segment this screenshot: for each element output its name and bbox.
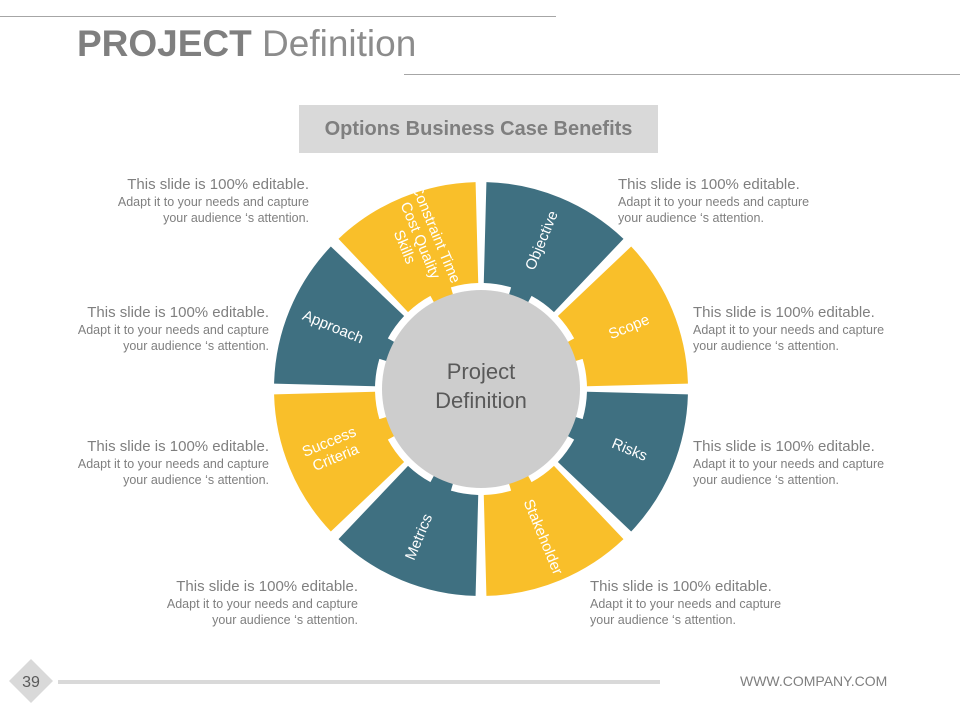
wheel-segment [274, 391, 405, 532]
description-line2: your audience ‘s attention. [212, 613, 358, 627]
hub-label-line1: Project [447, 359, 515, 384]
hub-circle [382, 290, 580, 488]
description-stakeholder: This slide is 100% editable. Adapt it to… [590, 578, 840, 628]
description-line2: your audience ‘s attention. [693, 473, 839, 487]
footer-url: WWW.COMPANY.COM [740, 673, 888, 689]
subtitle-banner: Options Business Case Benefits [299, 105, 658, 153]
description-line1: Adapt it to your needs and capture [77, 457, 269, 471]
description-head: This slide is 100% editable. [693, 438, 875, 455]
page-number: 39 [22, 674, 40, 691]
description-head: This slide is 100% editable. [590, 578, 772, 595]
description-line2: your audience ‘s attention. [618, 211, 764, 225]
description-head: This slide is 100% editable. [127, 176, 309, 193]
description-line1: Adapt it to your needs and capture [618, 195, 810, 209]
title-strong: PROJECT [77, 23, 252, 64]
description-head: This slide is 100% editable. [618, 176, 800, 193]
wheel-segment [274, 246, 405, 387]
description-risks: This slide is 100% editable. Adapt it to… [693, 438, 943, 488]
description-head: This slide is 100% editable. [693, 304, 875, 321]
description-constraints: This slide is 100% editable. Adapt it to… [59, 176, 309, 226]
description-line1: Adapt it to your needs and capture [693, 323, 885, 337]
description-objective: This slide is 100% editable. Adapt it to… [618, 176, 868, 226]
header-line-top [0, 16, 556, 17]
wheel-segment [338, 182, 479, 313]
header-line-bottom [404, 74, 960, 75]
description-line1: Adapt it to your needs and capture [693, 457, 885, 471]
description-line1: Adapt it to your needs and capture [166, 597, 358, 611]
description-head: This slide is 100% editable. [87, 304, 269, 321]
description-success-criteria: This slide is 100% editable. Adapt it to… [19, 438, 269, 488]
description-scope: This slide is 100% editable. Adapt it to… [693, 304, 943, 354]
description-head: This slide is 100% editable. [176, 578, 358, 595]
segments-group [274, 182, 688, 596]
page-number-diamond [9, 659, 53, 703]
description-line2: your audience ‘s attention. [163, 211, 309, 225]
description-approach: This slide is 100% editable. Adapt it to… [19, 304, 269, 354]
wheel-segment [557, 246, 688, 387]
page-title: PROJECT Definition [77, 22, 416, 66]
description-line2: your audience ‘s attention. [123, 339, 269, 353]
description-line2: your audience ‘s attention. [693, 339, 839, 353]
description-metrics: This slide is 100% editable. Adapt it to… [108, 578, 358, 628]
title-light: Definition [262, 23, 417, 64]
description-head: This slide is 100% editable. [87, 438, 269, 455]
hub-label-line2: Definition [435, 388, 527, 413]
wheel-segment [483, 465, 624, 596]
wheel-segment [338, 465, 479, 596]
description-line1: Adapt it to your needs and capture [590, 597, 782, 611]
description-line2: your audience ‘s attention. [123, 473, 269, 487]
description-line2: your audience ‘s attention. [590, 613, 736, 627]
wheel-segment [483, 182, 624, 313]
wheel-segment [557, 391, 688, 532]
subtitle-text: Options Business Case Benefits [324, 117, 633, 140]
description-line1: Adapt it to your needs and capture [117, 195, 309, 209]
description-line1: Adapt it to your needs and capture [77, 323, 269, 337]
page-number-badge: 39 [9, 659, 53, 703]
footer-divider [58, 680, 660, 684]
